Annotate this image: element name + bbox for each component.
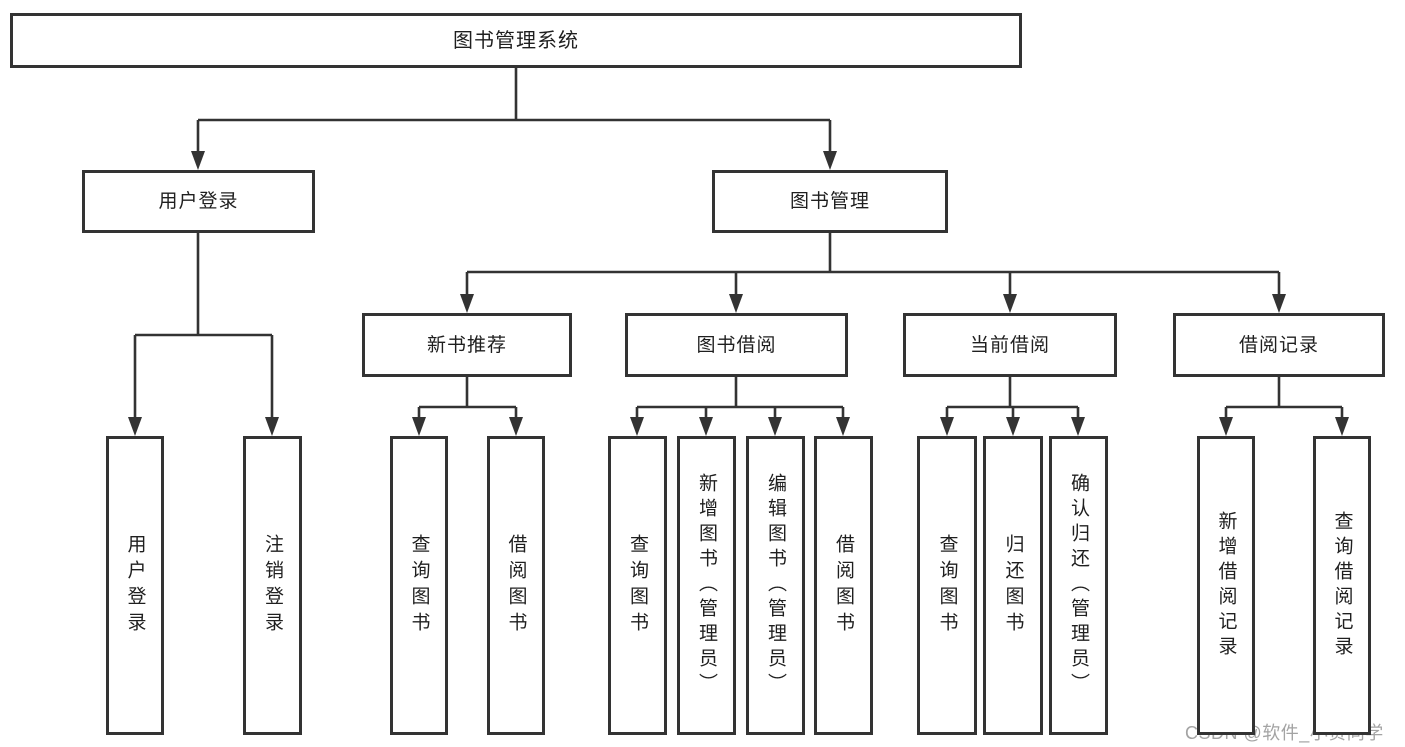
leaf-logout-login: 注销登录 bbox=[243, 436, 302, 735]
node-label: 查询图书 bbox=[627, 533, 648, 638]
node-label: 图书管理 bbox=[789, 191, 870, 212]
leaf-query-books-recommendation: 查询图书 bbox=[390, 436, 448, 735]
leaf-query-books-current: 查询图书 bbox=[917, 436, 977, 735]
leaf-add-books-admin: 新增图书（管理员） bbox=[677, 436, 736, 735]
node-book-borrowing: 图书借阅 bbox=[625, 313, 848, 377]
node-book-management: 图书管理 bbox=[712, 170, 948, 233]
leaf-query-books-borrowing: 查询图书 bbox=[608, 436, 667, 735]
leaf-confirm-return-admin: 确认归还（管理员） bbox=[1049, 436, 1108, 735]
arrowheads bbox=[128, 151, 1349, 436]
node-label: 查询图书 bbox=[408, 533, 430, 638]
node-label: 归还图书 bbox=[1002, 533, 1024, 638]
node-label: 新增借阅记录 bbox=[1215, 510, 1237, 661]
node-label: 用户登录 bbox=[124, 533, 146, 638]
leaf-borrow-books-recommendation: 借阅图书 bbox=[487, 436, 545, 735]
node-label: 图书管理系统 bbox=[453, 29, 579, 52]
node-label: 用户登录 bbox=[158, 191, 239, 212]
node-borrowing-records: 借阅记录 bbox=[1173, 313, 1385, 377]
node-label: 查询图书 bbox=[936, 533, 958, 638]
node-label: 查询借阅记录 bbox=[1331, 510, 1353, 661]
node-label: 借阅图书 bbox=[833, 533, 854, 638]
leaf-user-login: 用户登录 bbox=[106, 436, 164, 735]
leaf-edit-books-admin: 编辑图书（管理员） bbox=[746, 436, 805, 735]
connector-paths bbox=[133, 68, 1344, 420]
node-current-borrowing: 当前借阅 bbox=[903, 313, 1117, 377]
node-label: 图书借阅 bbox=[696, 334, 777, 356]
node-library-management-system: 图书管理系统 bbox=[10, 13, 1022, 68]
leaf-return-books: 归还图书 bbox=[983, 436, 1043, 735]
leaf-query-borrow-record: 查询借阅记录 bbox=[1313, 436, 1371, 735]
node-label: 借阅记录 bbox=[1238, 334, 1319, 356]
leaf-borrow-books-borrowing: 借阅图书 bbox=[814, 436, 873, 735]
node-label: 注销登录 bbox=[262, 533, 283, 638]
leaf-add-borrow-record: 新增借阅记录 bbox=[1197, 436, 1255, 735]
node-new-book-recommendation: 新书推荐 bbox=[362, 313, 572, 377]
node-label: 当前借阅 bbox=[969, 334, 1050, 356]
node-label: 新增图书（管理员） bbox=[696, 473, 717, 698]
node-user-login: 用户登录 bbox=[82, 170, 315, 233]
node-label: 编辑图书（管理员） bbox=[765, 473, 786, 698]
node-label: 确认归还（管理员） bbox=[1068, 473, 1089, 698]
node-label: 新书推荐 bbox=[426, 334, 507, 356]
node-label: 借阅图书 bbox=[505, 533, 527, 638]
